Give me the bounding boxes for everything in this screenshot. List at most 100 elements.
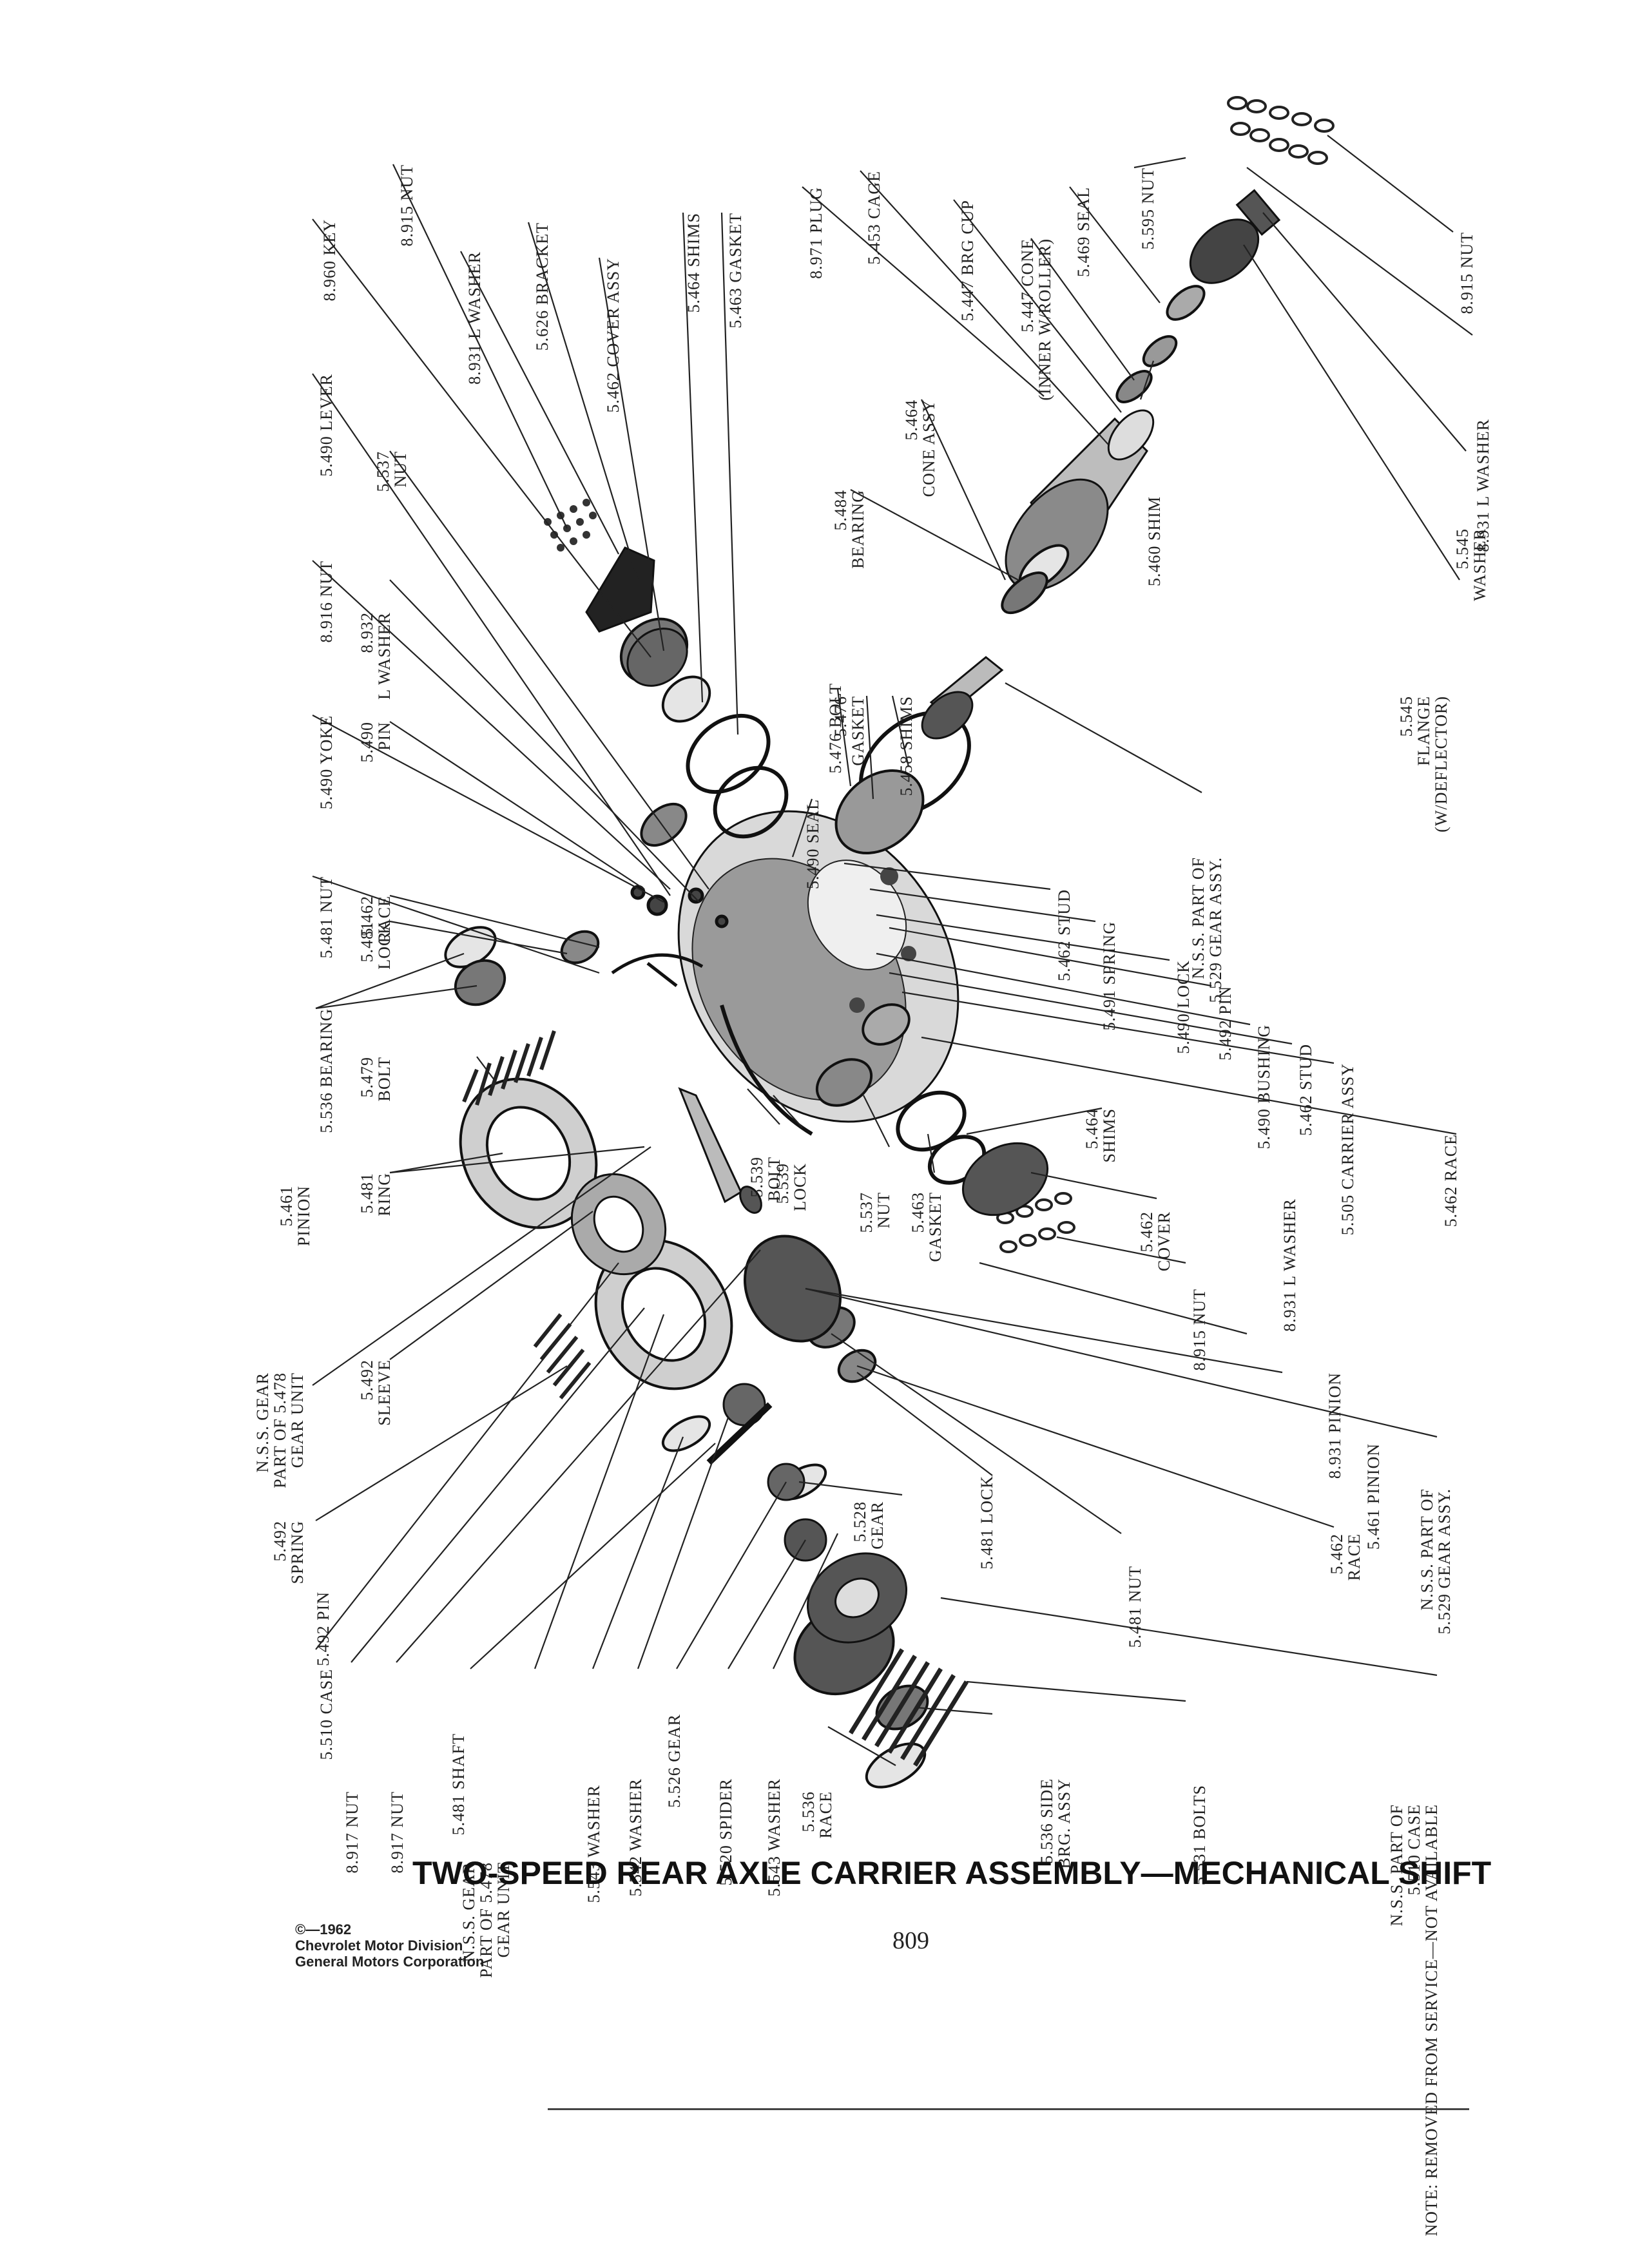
part-label-line: 5.447 BRG CUP [958, 200, 977, 322]
part-label-l16: 5.537NUT [374, 451, 410, 492]
part-label-l44: 5.481RING [358, 1173, 394, 1216]
scan-artifact-line [548, 2108, 1469, 2110]
part-label-line: 5.536 [799, 1791, 818, 1832]
part-label-line: RACE [816, 1791, 835, 1838]
part-label-l70: N.S.S. GEARPART OF 5.478GEAR UNIT [459, 1862, 513, 1978]
nut-washer-cluster-upper [544, 499, 597, 552]
part-label-line: 5.545 [1453, 528, 1472, 570]
part-label-l55: 5.461 PINION [1364, 1443, 1383, 1550]
part-label-line: 5.510 CASE [1405, 1804, 1423, 1895]
part-label-line: (W/DEFLECTOR) [1432, 696, 1451, 832]
part-label-line: 5.463 GASKET [726, 213, 745, 329]
part-label-line: 5.458 SHIMS [897, 696, 916, 796]
part-label-line: LOCK [375, 921, 394, 970]
part-label-l34: 5.462 STUD [1055, 889, 1074, 981]
part-label-line: 8.931 L WASHER [1280, 1198, 1299, 1332]
part-label-line: PINION [294, 1186, 313, 1246]
part-label-line: 5.536 SIDE [1037, 1778, 1056, 1864]
part-label-line: 5.464 [1083, 1108, 1101, 1149]
part-label-l30: 5.490PIN [358, 722, 394, 763]
part-label-l35: 5.491 SPRING [1100, 921, 1119, 1030]
part-label-line: GEAR [868, 1501, 887, 1550]
part-label-l23: 8.916 NUT [317, 561, 336, 642]
part-label-line: 5.469 SEAL [1074, 187, 1093, 277]
part-label-l01: 8.960 KEY [320, 219, 339, 301]
copyright-line-2: Chevrolet Motor Division [295, 1937, 463, 1954]
part-labels: 8.960 KEY 8.915 NUT 8.931 L WASHER 5.626 BR… [253, 164, 1492, 2236]
part-label-line: 5.543 WASHER [584, 1785, 603, 1903]
part-label-line: 5.492 PIN [314, 1591, 333, 1666]
part-label-l77: 5.536 SIDEBRG. ASSY [1037, 1778, 1074, 1869]
part-label-l62: 5.481 LOCK [978, 1475, 996, 1570]
part-label-line: 5.537 [374, 451, 392, 492]
carrier-housing-part [677, 810, 959, 1136]
bolt-groups [462, 96, 1335, 1767]
part-label-l22: 5.545FLANGE(W/DEFLECTOR) [1397, 696, 1451, 832]
part-label-l11: 5.447 CONE(INNER W/ROLLER) [1018, 238, 1054, 401]
part-label-l32: 5.481 NUT [317, 876, 336, 958]
part-label-line: 5.462 STUD [1055, 889, 1074, 981]
part-label-line: 5.464 [902, 399, 921, 441]
part-label-l54: 8.931 PINION [1325, 1372, 1344, 1479]
part-label-line: SPRING [288, 1521, 307, 1584]
part-label-line: 5.481 [358, 921, 376, 963]
cover-assembly-part [626, 628, 688, 687]
part-label-line: 5.543 WASHER [765, 1778, 784, 1896]
part-label-l17: 5.484BEARING [831, 490, 867, 569]
part-label-line: 5.481 NUT [1126, 1566, 1144, 1648]
part-label-line: 5.490 [358, 722, 376, 763]
part-label-l76: 5.536RACE [799, 1791, 835, 1838]
part-label-line: 5.490 BUSHING [1255, 1024, 1273, 1149]
part-label-l41: 5.536 BEARING [317, 1008, 336, 1133]
part-label-line: 5.447 CONE [1018, 238, 1037, 332]
part-label-line: NUT [391, 451, 410, 487]
part-label-l24: 8.932L WASHER [358, 612, 394, 700]
part-label-line: 5.481 LOCK [978, 1475, 996, 1570]
part-label-line: 5.529 GEAR ASSY. [1206, 857, 1225, 1003]
part-label-line: 8.915 NUT [398, 164, 416, 246]
part-label-line: 5.490 LOCK [1174, 960, 1193, 1054]
pinion-shafts [678, 656, 1004, 1214]
part-label-line: 5.481 SHAFT [449, 1733, 468, 1835]
part-label-l50: 5.464SHIMS [1083, 1108, 1119, 1162]
part-label-l31: 5.490 SEAL [804, 799, 822, 889]
copyright-block: ©—1962 Chevrolet Motor Division General … [295, 1921, 484, 1970]
part-label-line: RACE [1345, 1533, 1364, 1581]
part-label-line: 5.479 [358, 1057, 376, 1098]
part-label-l20: 8.931 L WASHER [1474, 419, 1492, 552]
part-label-l57: N.S.S. GEARPART OF 5.478GEAR UNIT [253, 1372, 307, 1488]
part-label-line: 5.542 WASHER [626, 1778, 645, 1896]
part-label-l06: 5.464 SHIMS [684, 213, 703, 312]
part-label-l64: 5.462RACE [1327, 1533, 1364, 1581]
page-number: 809 [892, 1927, 929, 1954]
part-label-line: 5.626 BRACKET [533, 222, 552, 351]
part-label-line: 5.484 [831, 490, 850, 531]
part-label-l04: 5.626 BRACKET [533, 222, 552, 351]
part-label-line: SLEEVE [375, 1360, 394, 1426]
part-label-line: GASKET [926, 1192, 945, 1262]
part-label-line: 5.492 [358, 1360, 376, 1401]
copyright-line-1: ©—1962 [295, 1921, 352, 1937]
part-label-line: 5.537 [857, 1192, 876, 1233]
leader-lines [312, 135, 1473, 1766]
part-label-line: 5.510 CASE [317, 1669, 336, 1760]
part-label-line: 5.460 SHIM [1145, 496, 1164, 586]
rear-cover-part [961, 1142, 1049, 1216]
part-label-l69: 5.481 SHAFT [449, 1733, 468, 1835]
part-label-line: 5.492 [271, 1521, 289, 1562]
part-label-line: 5.476 BOLT [826, 683, 845, 774]
part-label-l79: N.S.S. PART OF5.510 CASENOTE: REMOVED FR… [1387, 1804, 1441, 2236]
part-label-l47: 5.539LOCK [773, 1163, 809, 1211]
flange-part [1189, 189, 1281, 284]
part-label-l67: 8.917 NUT [343, 1791, 361, 1873]
part-label-l15: 5.490 LEVER [317, 374, 336, 477]
part-label-l10: 5.447 BRG CUP [958, 200, 977, 322]
part-label-l42: 5.481LOCK [358, 921, 394, 970]
part-label-line: 5.492 PIN [1216, 986, 1235, 1061]
part-label-line: 8.915 NUT [1190, 1289, 1209, 1370]
part-label-l66: 5.510 CASE [317, 1669, 336, 1760]
part-label-l43: 5.479BOLT [358, 1057, 394, 1102]
part-label-line: COVER [1155, 1211, 1173, 1271]
part-label-line: 5.462 [1327, 1533, 1346, 1575]
part-label-l12: 5.469 SEAL [1074, 187, 1093, 277]
